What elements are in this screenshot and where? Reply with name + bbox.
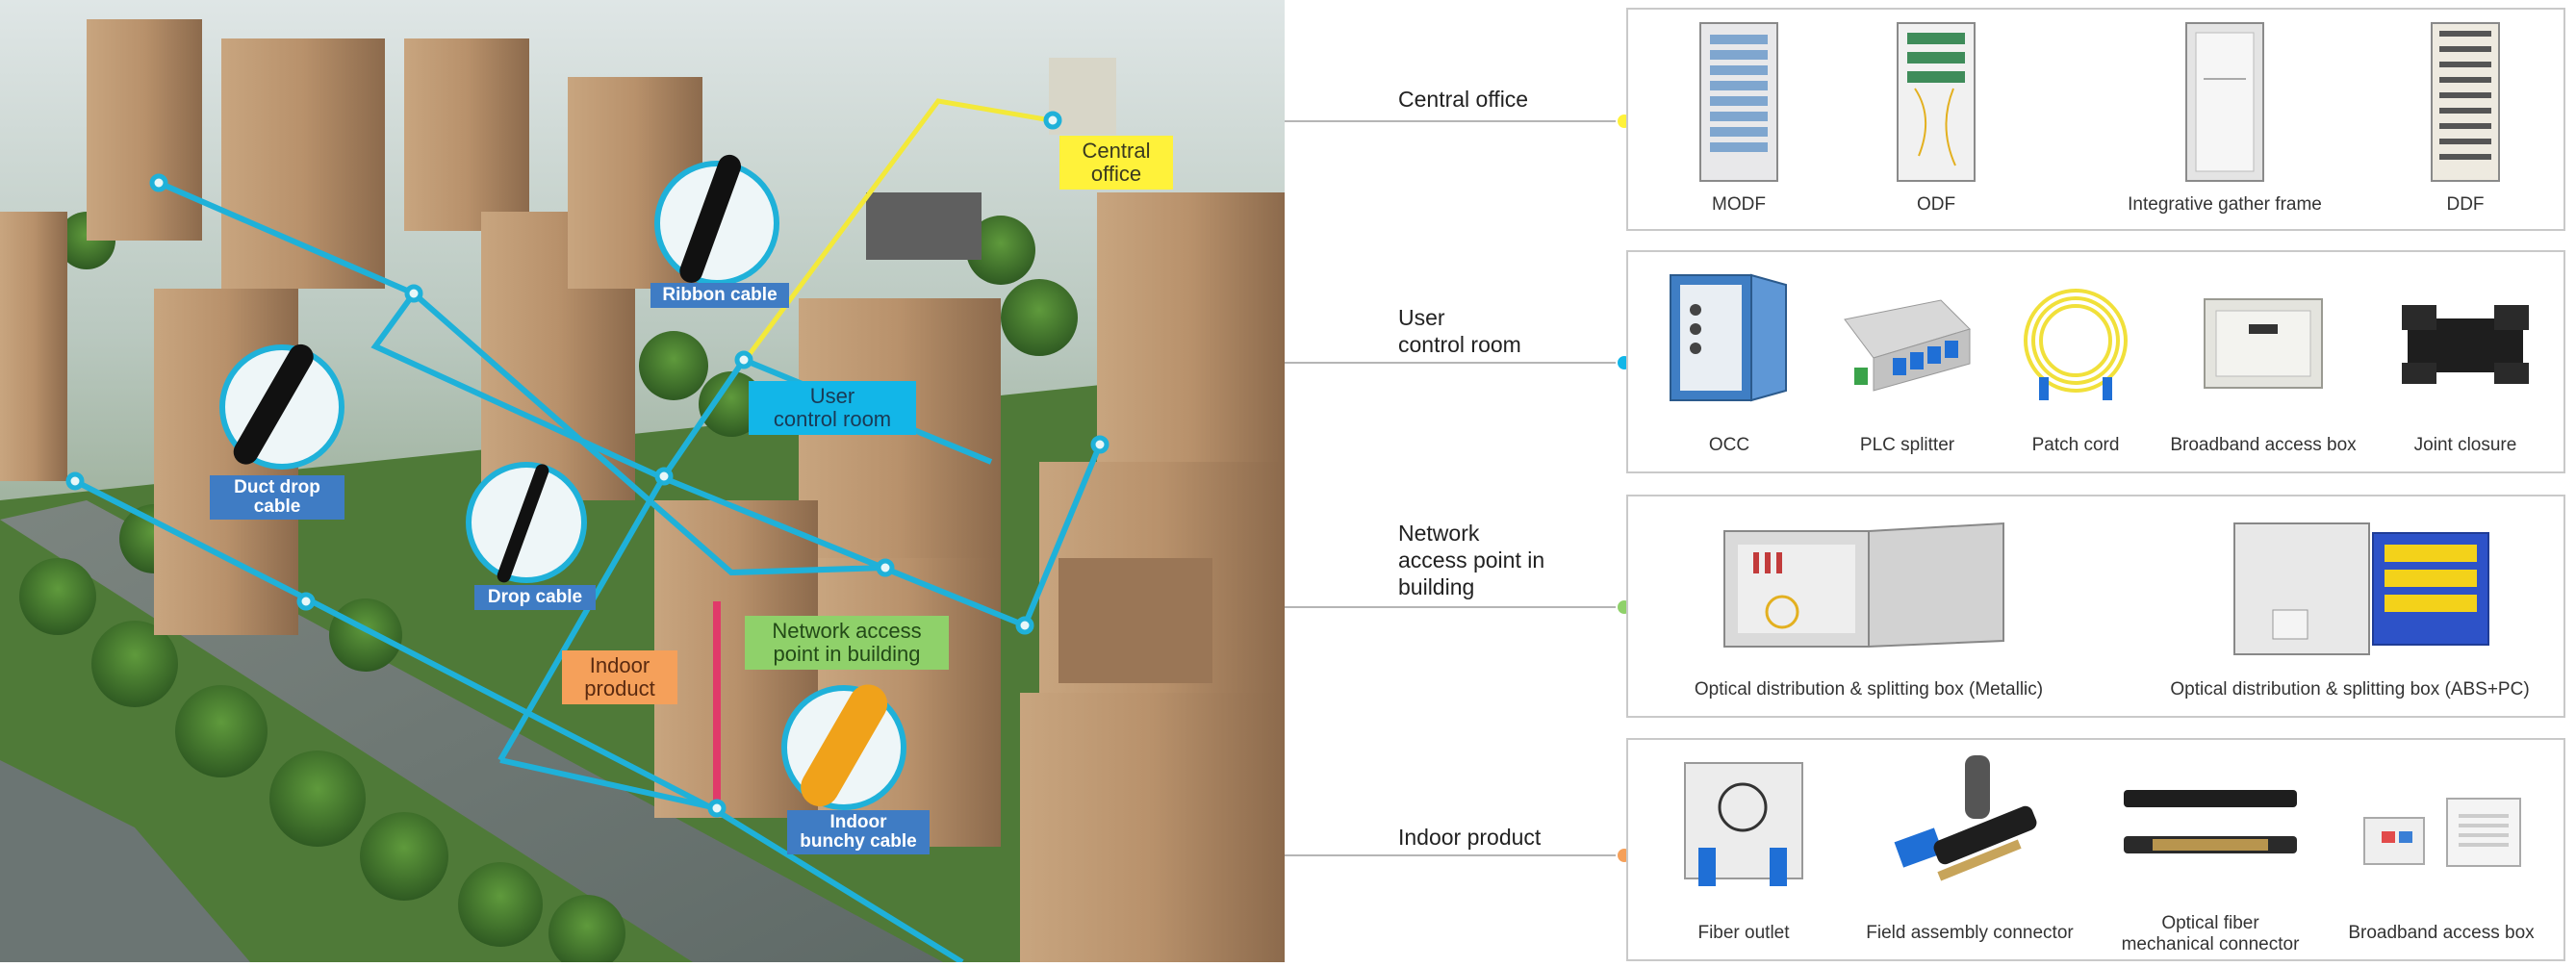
optical-fiber-mechanical-connector-label: Optical fiber mechanical connector (2121, 913, 2300, 954)
optical-fiber-mechanical-connector-image (2124, 790, 2297, 853)
product-fiber-outlet: Fiber outlet (1676, 740, 1811, 963)
user-control-room-tag: User control room (749, 381, 916, 435)
lower-road (0, 760, 250, 962)
broadband-access-box-label-2: Broadband access box (2348, 923, 2535, 943)
product-field-assembly-connector: Field assembly connector (1845, 740, 2095, 963)
broadband-access-box-small-image (2363, 798, 2521, 867)
patch-cord-label: Patch cord (2031, 435, 2120, 455)
ddf-image (2431, 22, 2500, 182)
user-control-room-tag-text: User control room (773, 384, 892, 431)
indoor-bunchy-cable-badge: Indoor bunchy cable (787, 810, 930, 854)
indoor-bunchy-cable-badge-text: Indoor bunchy cable (800, 812, 917, 852)
indoor-product-tag-text: Indoor product (584, 653, 655, 700)
duct-drop-cable-badge: Duct drop cable (210, 475, 344, 520)
fiber-outlet-label: Fiber outlet (1697, 923, 1790, 943)
field-assembly-connector-label: Field assembly connector (1866, 923, 2074, 943)
odf-label: ODF (1916, 194, 1956, 215)
central-office-panel: MODF ODF Integrative gather frame DDF (1626, 8, 2565, 231)
network-access-point-tag: Network access point in building (745, 616, 949, 670)
central-office-line (738, 98, 1052, 368)
optical-box-abs-pc-image (2233, 522, 2489, 655)
patch-cord-image (2024, 289, 2128, 400)
aerial-scene: Central office User control room Network… (0, 0, 1285, 967)
occ-label: OCC (1708, 435, 1750, 455)
product-optical-box-metallic: Optical distribution & splitting box (Me… (1667, 496, 2071, 720)
product-integrative-gather-frame: Integrative gather frame (2109, 10, 2340, 233)
plc-splitter-image (1844, 299, 1971, 392)
broadband-access-box-image (2204, 298, 2323, 389)
plc-splitter-label: PLC splitter (1859, 435, 1955, 455)
integrative-gather-frame-image (2185, 22, 2264, 182)
occ-image (1670, 273, 1787, 402)
product-joint-closure: Joint closure (2379, 252, 2552, 475)
product-optical-box-abs-pc: Optical distribution & splitting box (AB… (2148, 496, 2552, 720)
central-office-label: Central office (1398, 87, 1529, 112)
optical-box-abs-pc-label: Optical distribution & splitting box (AB… (2170, 679, 2530, 700)
drop-cable-badge-text: Drop cable (487, 587, 583, 607)
indoor-product-tag: Indoor product (562, 650, 677, 704)
user-control-room-panel: OCC PLC splitter Patch cord Broadband ac… (1626, 250, 2565, 473)
odf-image (1897, 22, 1976, 182)
indoor-product-label: Indoor product (1398, 825, 1542, 850)
product-plc-splitter: PLC splitter (1825, 252, 1989, 475)
ribbon-cable-badge-text: Ribbon cable (662, 285, 778, 305)
product-broadband-access-box-1: Broadband access box (2157, 252, 2369, 475)
cable-network (73, 180, 1103, 965)
product-occ: OCC (1647, 252, 1811, 475)
duct-drop-cable-badge-text: Duct drop cable (234, 477, 320, 517)
product-modf: MODF (1667, 10, 1811, 233)
network-access-point-tag-text: Network access point in building (772, 619, 922, 666)
network-access-point-label: Network access point in building (1398, 521, 1545, 599)
modf-image (1699, 22, 1778, 182)
central-office-tag: Central office (1059, 136, 1173, 190)
network-nodes (65, 111, 1109, 818)
ddf-label: DDF (2446, 194, 2485, 215)
optical-box-metallic-image (1723, 522, 2004, 649)
ribbon-cable-badge: Ribbon cable (650, 283, 789, 308)
user-control-room-label: User control room (1398, 305, 1521, 357)
trees (19, 212, 1078, 967)
integrative-gather-frame-label: Integrative gather frame (2128, 194, 2322, 215)
fiber-outlet-image (1684, 762, 1803, 886)
buildings (0, 19, 1285, 962)
product-optical-fiber-mechanical-connector: Optical fiber mechanical connector (2095, 740, 2326, 963)
broadband-access-box-label-1: Broadband access box (2170, 435, 2357, 455)
indoor-product-panel: Fiber outlet Field assembly connector Op… (1626, 738, 2565, 961)
field-assembly-connector-image (1894, 755, 2037, 881)
product-broadband-access-box-2: Broadband access box (2335, 740, 2547, 963)
drop-cable-badge: Drop cable (474, 585, 596, 610)
product-patch-cord: Patch cord (2008, 252, 2143, 475)
joint-closure-image (2402, 305, 2529, 384)
joint-closure-label: Joint closure (2413, 435, 2517, 455)
optical-box-metallic-label: Optical distribution & splitting box (Me… (1694, 679, 2044, 700)
product-ddf: DDF (2408, 10, 2523, 233)
product-odf: ODF (1878, 10, 1994, 233)
network-access-point-panel: Optical distribution & splitting box (Me… (1626, 495, 2565, 718)
modf-label: MODF (1712, 194, 1766, 215)
central-office-tag-text: Central office (1082, 139, 1151, 186)
